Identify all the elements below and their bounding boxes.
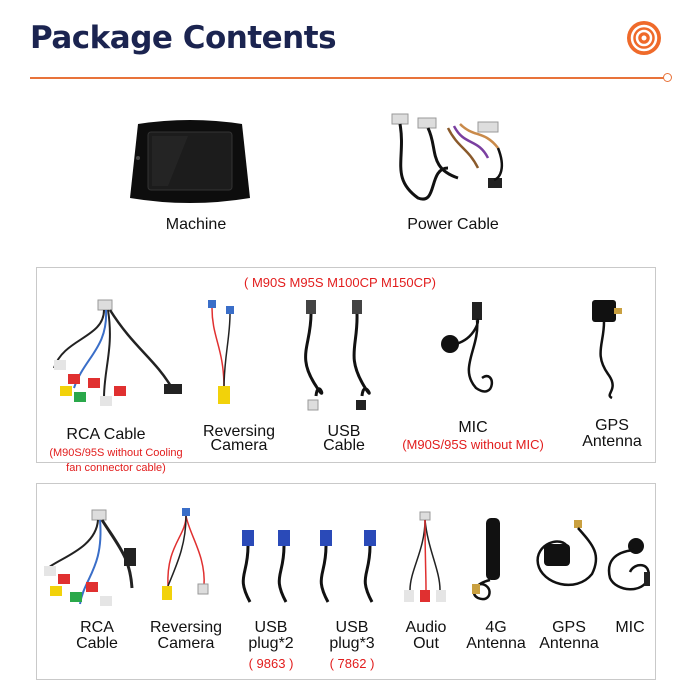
reversing-camera-2-icon bbox=[162, 508, 209, 600]
power-cable-label: Power Cable bbox=[407, 216, 499, 233]
usb-plug-2-icon bbox=[241, 530, 290, 603]
section-two-box bbox=[36, 483, 656, 680]
usb-plug-3-label-2: plug*3 bbox=[329, 635, 375, 652]
usb-plug-3-label-1: USB bbox=[335, 619, 369, 636]
header-divider bbox=[30, 77, 664, 79]
reversing-camera-2-label-2: Camera bbox=[157, 635, 215, 652]
reversing-camera-2-label-1: Reversing bbox=[149, 619, 223, 636]
gps-antenna-2-label-1: GPS bbox=[552, 619, 586, 636]
models-note: ( M90S M95S M100CP M150CP) bbox=[244, 275, 436, 290]
usb-cable-label-2: Cable bbox=[323, 437, 365, 454]
gps-antenna-label-1: GPS bbox=[595, 417, 629, 434]
divider-end-dot bbox=[663, 73, 672, 82]
machine-label: Machine bbox=[165, 216, 227, 233]
4g-antenna-icon bbox=[472, 518, 500, 601]
gps-antenna-2-label-2: Antenna bbox=[539, 635, 599, 652]
gps-antenna-label-2: Antenna bbox=[582, 433, 642, 450]
reversing-camera-cable-icon bbox=[208, 300, 234, 404]
usb-cable-icon bbox=[304, 300, 371, 411]
usb-plug-2-note: ( 9863 ) bbox=[248, 656, 294, 671]
mic-label: MIC bbox=[458, 419, 488, 436]
gps-antenna-2-icon bbox=[536, 520, 598, 587]
spiral-logo-icon bbox=[627, 21, 661, 55]
mic-note: (M90S/95S without MIC) bbox=[402, 437, 544, 452]
rca-cable-label: RCA Cable bbox=[66, 426, 146, 443]
rca-cable-note-1: (M90S/95S without Cooling bbox=[49, 447, 183, 459]
usb-plug-2-label-1: USB bbox=[254, 619, 288, 636]
rca-cable-icon bbox=[53, 299, 182, 406]
page-title: Package Contents bbox=[30, 20, 337, 56]
mic-icon bbox=[441, 302, 494, 393]
rca-cable-2-icon bbox=[44, 509, 136, 606]
mic-2-icon bbox=[607, 538, 650, 591]
car-stereo-unit-icon bbox=[130, 120, 250, 203]
rca-cable-note-2: fan connector cable) bbox=[66, 462, 166, 474]
4g-antenna-label-2: Antenna bbox=[466, 635, 526, 652]
rca-cable-2-label-2: Cable bbox=[76, 635, 118, 652]
usb-plug-2-label-2: plug*2 bbox=[248, 635, 294, 652]
rca-cable-2-label-1: RCA bbox=[80, 619, 114, 636]
reversing-camera-label-1: Reversing bbox=[202, 423, 276, 440]
audio-out-label-2: Out bbox=[413, 635, 439, 652]
mic-2-label: MIC bbox=[615, 619, 645, 636]
reversing-camera-label-2: Camera bbox=[210, 437, 268, 454]
audio-out-label-1: Audio bbox=[405, 619, 447, 636]
usb-plug-3-note: ( 7862 ) bbox=[329, 656, 375, 671]
usb-cable-label-1: USB bbox=[327, 423, 361, 440]
audio-out-icon bbox=[404, 511, 446, 602]
4g-antenna-label-1: 4G bbox=[485, 619, 507, 636]
gps-antenna-icon bbox=[592, 300, 622, 400]
power-harness-icon bbox=[391, 113, 504, 201]
usb-plug-3-icon bbox=[319, 530, 376, 603]
section-one-box bbox=[36, 267, 656, 463]
